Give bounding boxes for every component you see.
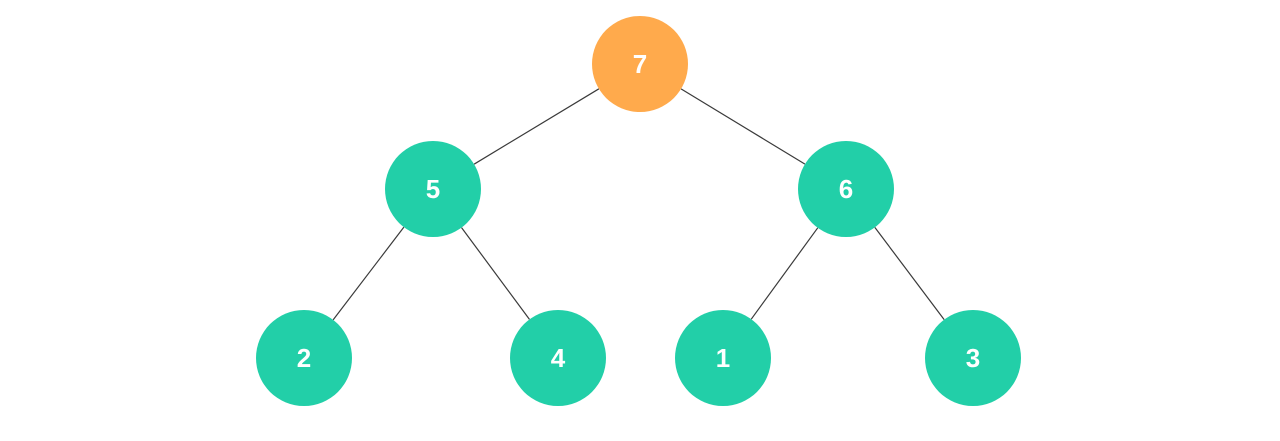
tree-node: 6	[798, 141, 894, 237]
node-circle	[256, 310, 352, 406]
node-value-label: 6	[839, 174, 853, 204]
tree-edge	[461, 227, 530, 320]
tree-edge	[874, 227, 945, 320]
edges-layer	[332, 88, 945, 321]
node-circle	[385, 141, 481, 237]
node-circle	[510, 310, 606, 406]
node-circle	[798, 141, 894, 237]
node-value-label: 7	[633, 49, 647, 79]
node-value-label: 1	[716, 343, 730, 373]
tree-edge	[750, 227, 819, 320]
node-circle	[675, 310, 771, 406]
node-value-label: 5	[426, 174, 440, 204]
tree-node: 7	[592, 16, 688, 112]
tree-node: 4	[510, 310, 606, 406]
tree-node: 2	[256, 310, 352, 406]
tree-node: 5	[385, 141, 481, 237]
node-value-label: 2	[297, 343, 311, 373]
node-value-label: 3	[966, 343, 980, 373]
node-circle	[925, 310, 1021, 406]
tree-node: 3	[925, 310, 1021, 406]
node-value-label: 4	[551, 343, 566, 373]
tree-edge	[473, 88, 600, 165]
root-node-circle	[592, 16, 688, 112]
tree-edge	[332, 226, 405, 321]
nodes-layer: 7 5 6 2 4 1 3	[256, 16, 1021, 406]
tree-node: 1	[675, 310, 771, 406]
tree-edge	[680, 88, 806, 165]
